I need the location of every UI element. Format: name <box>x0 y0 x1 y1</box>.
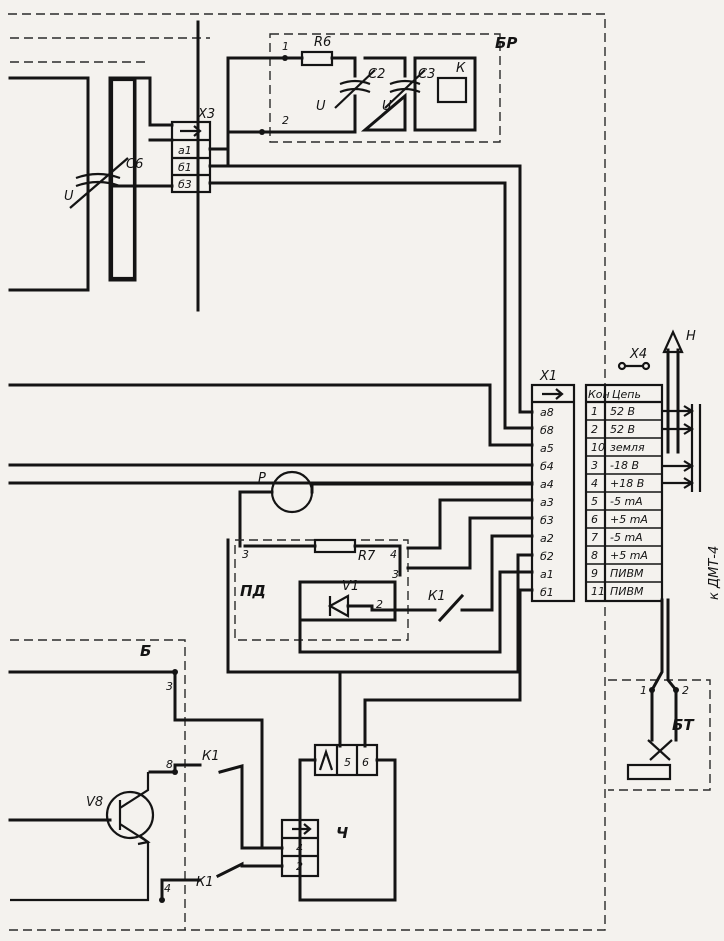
bus-x3-x1-b <box>208 181 534 430</box>
label-k1c: К1 <box>196 875 214 890</box>
label-c3: С3 <box>418 67 435 82</box>
label-b8: 8 <box>166 758 173 771</box>
label-u3: U <box>64 189 74 204</box>
table-cell-circuit: 52 В <box>610 405 635 418</box>
label-u1: U <box>316 99 326 114</box>
x1-pin-10: а1 <box>540 568 554 581</box>
x3-pin-2: б1 <box>178 161 192 174</box>
c6-arrow <box>69 157 129 209</box>
label-b4: 4 <box>164 882 171 895</box>
x1-pin-3: а5 <box>540 442 554 455</box>
x1-pin-4: б4 <box>540 460 554 473</box>
label-p: Р <box>258 471 266 486</box>
table-cell-kon: 2 <box>591 423 598 436</box>
label-ch6: 6 <box>362 756 369 769</box>
label-x3: Х3 <box>197 107 215 122</box>
label-v8: V8 <box>86 795 103 810</box>
label-b: Б <box>140 642 151 660</box>
table-header-kon: Кон <box>588 388 610 401</box>
circuit-table <box>584 383 664 603</box>
label-k: К <box>456 61 466 76</box>
label-node1: 1 <box>282 40 289 53</box>
table-cell-kon: 5 <box>591 495 598 508</box>
table-cell-circuit: +5 mA <box>610 549 648 562</box>
label-h: Н <box>686 329 696 344</box>
label-u2: U <box>382 99 392 114</box>
x1-pin-8: а2 <box>540 532 554 545</box>
b-block-frame <box>10 639 186 930</box>
v8-transistor <box>105 790 155 840</box>
br-block-frame <box>269 33 501 143</box>
label-ch4: 4 <box>296 842 303 855</box>
label-ch: Ч <box>336 824 348 842</box>
br-top-wire <box>226 56 357 134</box>
label-r6: R6 <box>314 35 331 50</box>
label-v1: V1 <box>342 579 359 594</box>
table-cell-kon: 6 <box>591 513 598 526</box>
table-cell-circuit: -18 В <box>610 459 639 472</box>
table-cell-kon: 8 <box>591 549 598 562</box>
h-arrow-icon <box>662 329 684 354</box>
x3-pin-1: а1 <box>178 144 192 157</box>
x1-pin-2: б8 <box>540 424 554 437</box>
k-relay <box>436 76 468 104</box>
table-cell-circuit: 52 В <box>610 423 635 436</box>
x3-pin-3: б3 <box>178 178 192 191</box>
label-bt1: 1 <box>640 684 647 697</box>
table-cell-kon: 3 <box>591 459 598 472</box>
x1-pin-1: а8 <box>540 406 554 419</box>
label-pd: ПД <box>240 582 266 600</box>
table-cell-circuit: ПИВМ <box>610 567 644 580</box>
c6-loop-wires <box>8 76 174 292</box>
table-cell-kon: 7 <box>591 531 598 544</box>
table-cell-kon: 10 <box>591 441 605 454</box>
label-bt2: 2 <box>682 684 689 697</box>
table-cell-circuit: земля <box>610 441 645 454</box>
table-cell-circuit: ПИВМ <box>610 585 644 598</box>
label-bt: БТ <box>672 716 695 734</box>
table-cell-circuit: -5 mA <box>610 531 643 544</box>
x1-connector <box>530 383 576 603</box>
x1-pin-6: а3 <box>540 496 554 509</box>
table-cell-circuit: +18 В <box>610 477 644 490</box>
label-x1: Х1 <box>539 369 557 384</box>
label-r7: R7 <box>358 549 376 564</box>
label-pd3b: 3 <box>392 568 399 581</box>
x1-pin-5: а4 <box>540 478 554 491</box>
x1-plug-icon <box>542 388 564 400</box>
table-cell-circuit: -5 mA <box>610 495 643 508</box>
label-br: БР <box>495 34 517 52</box>
x1-pin-7: б3 <box>540 514 554 527</box>
table-cell-kon: 9 <box>591 567 598 580</box>
table-rows: 1 52 В 2 52 В 10 земля 3 -18 В 4 +18 В 5 -5 mA 6 +5 m… <box>586 405 662 598</box>
label-ch2: 2 <box>296 860 303 873</box>
label-ch5: 5 <box>344 756 351 769</box>
c6-bus <box>110 78 136 280</box>
table-cell-kon: 4 <box>591 477 598 490</box>
label-c6: С6 <box>126 157 143 172</box>
x1-pin-9: б2 <box>540 550 554 563</box>
label-x4: Х4 <box>629 347 647 362</box>
label-pd4: 4 <box>390 548 397 561</box>
x1-pin-11: б1 <box>540 586 554 599</box>
label-b3: 3 <box>166 680 173 693</box>
h-output-line <box>666 348 680 454</box>
label-pd2: 2 <box>376 598 383 611</box>
label-k1a: К1 <box>428 589 446 604</box>
bt-sensor <box>626 763 672 781</box>
table-cell-kon: 1 <box>591 405 598 418</box>
label-node2: 2 <box>282 114 289 127</box>
table-cell-kon: 11 <box>591 585 605 598</box>
table-header-circuit: Цепь <box>612 388 641 401</box>
label-kdmt: к ДМТ-4 <box>707 546 722 600</box>
label-k1b: К1 <box>202 749 220 764</box>
bus-x3-x1-a <box>208 164 534 414</box>
label-pd3a: 3 <box>242 548 249 561</box>
label-c2: С2 <box>368 67 385 82</box>
table-cell-circuit: +5 mA <box>610 513 648 526</box>
